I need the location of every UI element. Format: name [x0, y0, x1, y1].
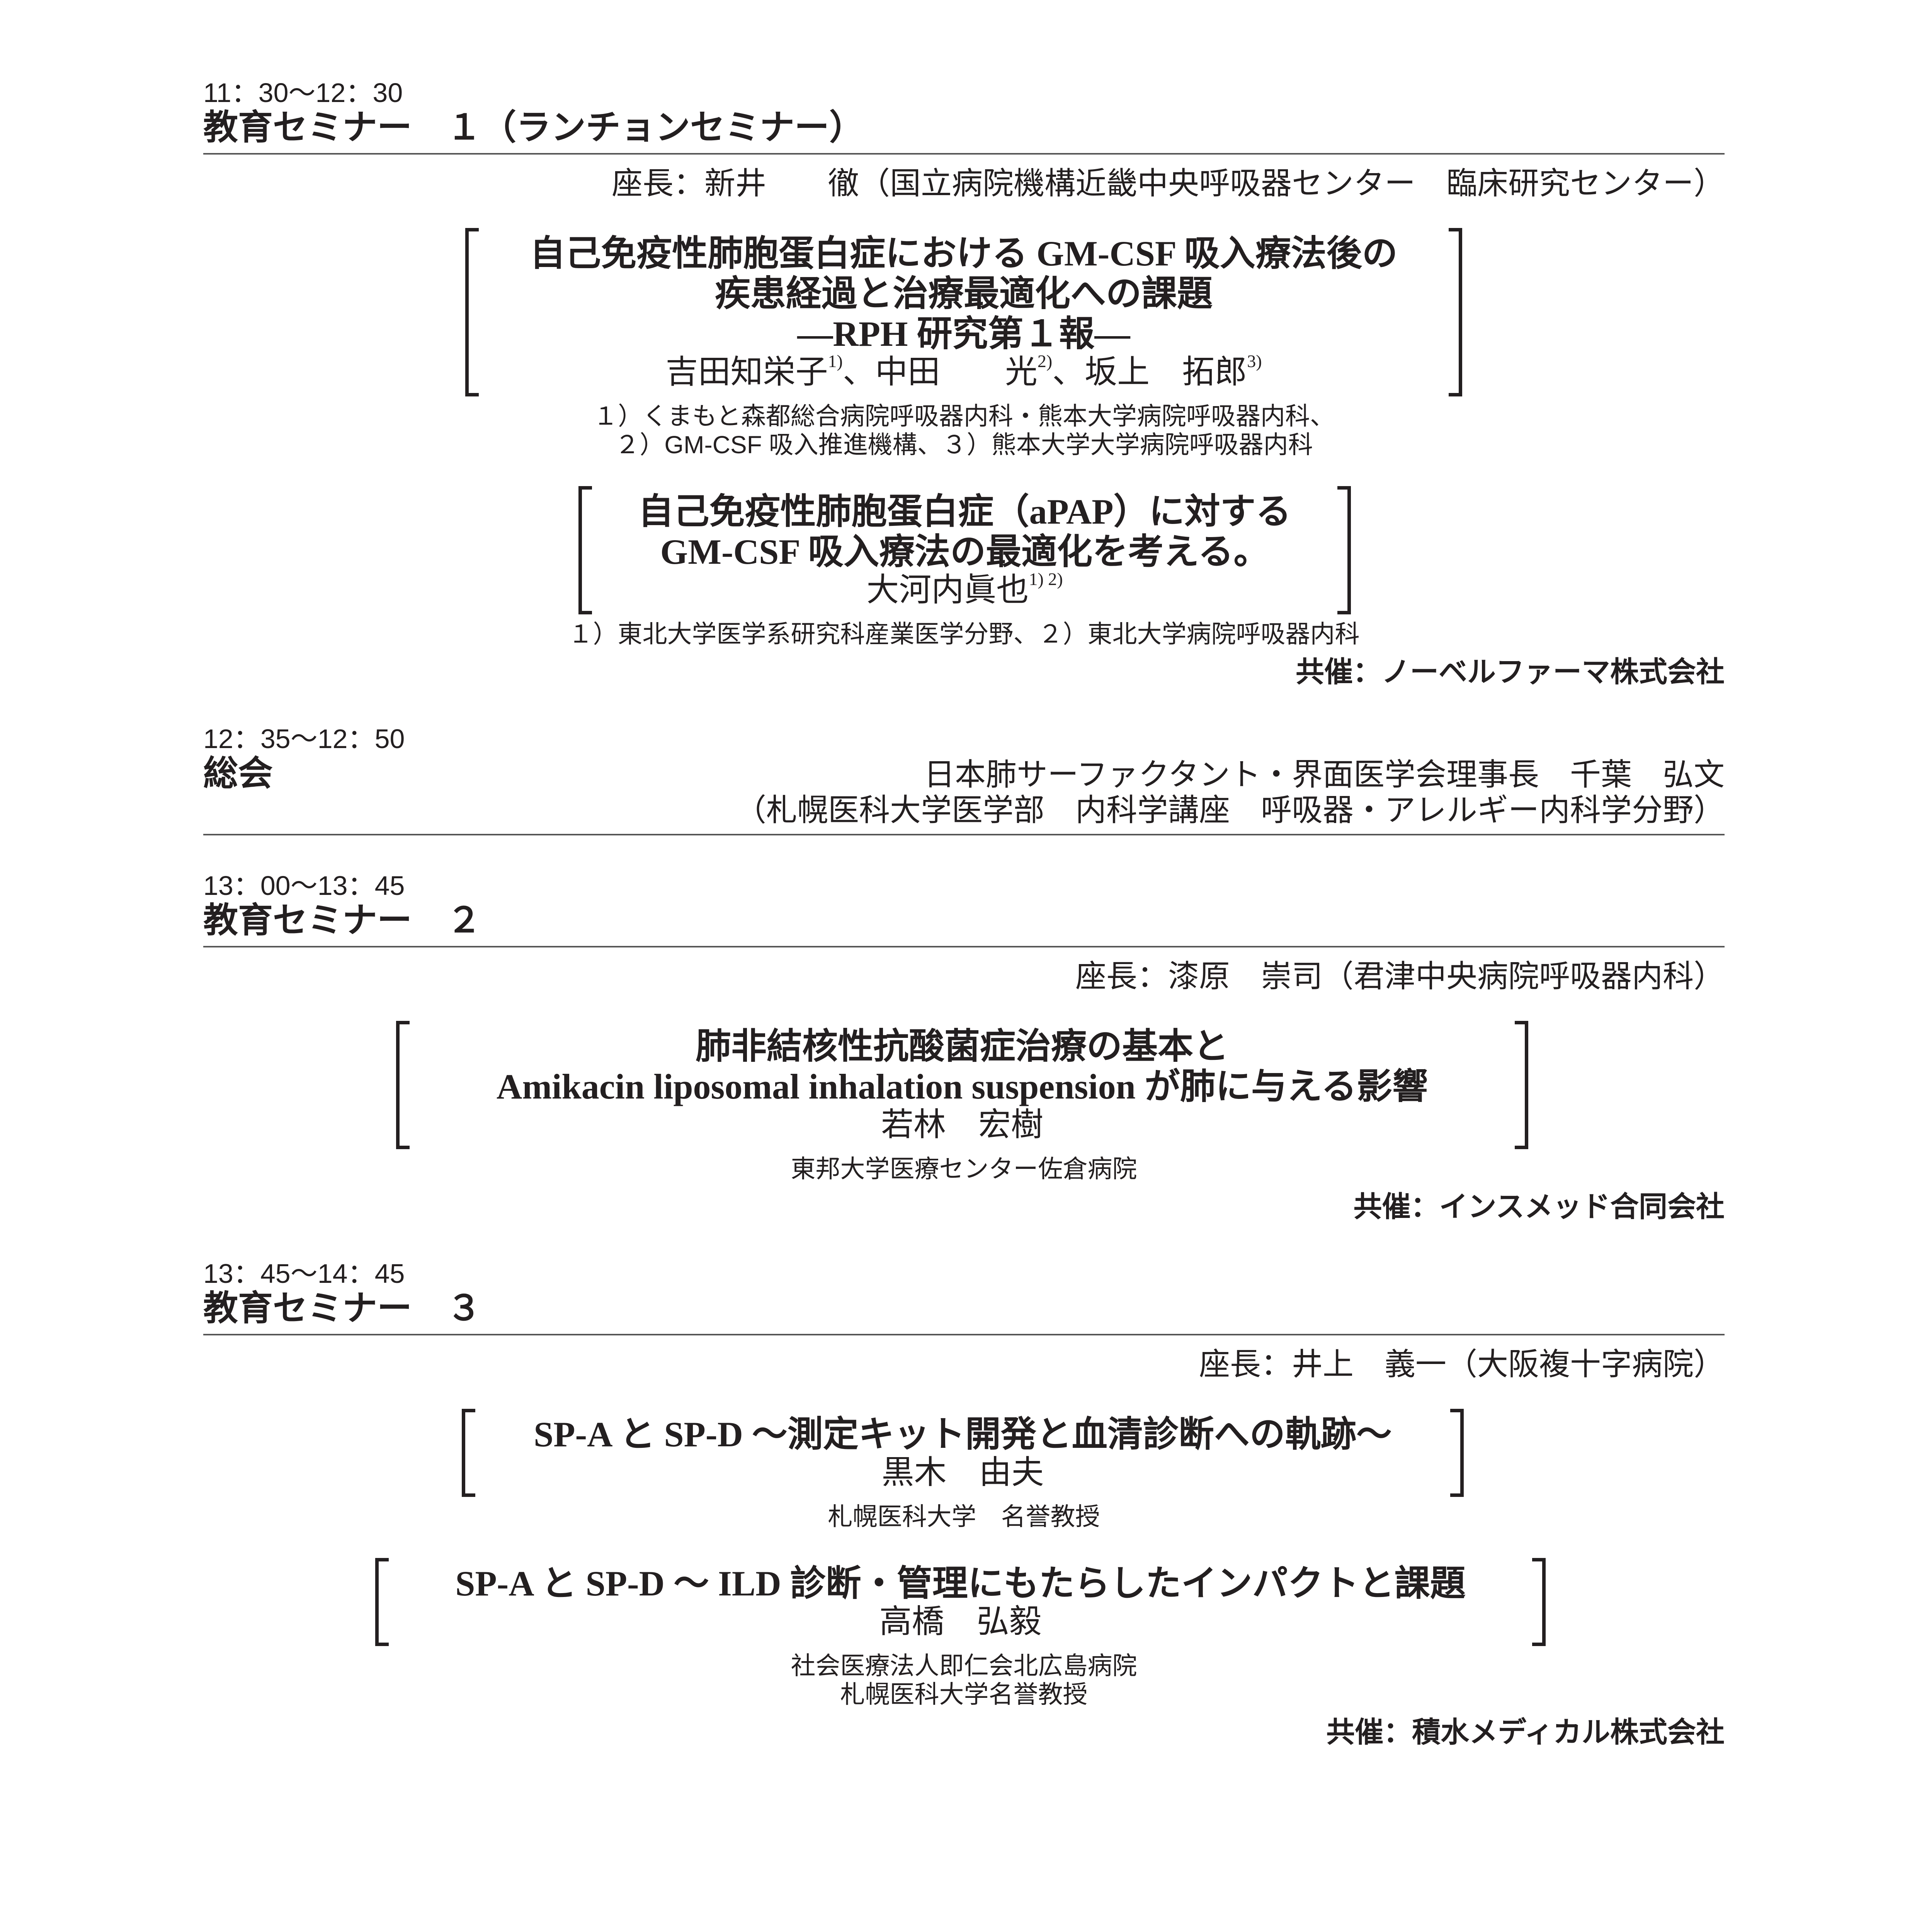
left-bracket [462, 1409, 475, 1497]
talk-authors: 吉田知栄子1)、中田 光2)、坂上 拓郎3) [465, 351, 1462, 391]
author-name: 吉田知栄子 [665, 354, 828, 390]
right-bracket [1450, 1409, 1464, 1497]
session-3-sponsor: 共催：インスメッド合同会社 [1353, 1191, 1725, 1223]
affiliation: １）くまもと森都総合病院呼吸器内科・熊本大学病院呼吸器内科、 [593, 402, 1335, 430]
talk-title-line: 疾患経過と治療最適化への課題 [714, 274, 1213, 313]
session-4-time: 13：45〜14：45 [203, 1259, 405, 1289]
author-name: 、中田 光 [842, 354, 1038, 390]
divider [203, 946, 1725, 947]
right-bracket [1337, 486, 1351, 614]
session-3-chair: 座長：漆原 崇司（君津中央病院呼吸器内科） [1075, 959, 1725, 993]
author-affil-ref: 1) [828, 351, 843, 371]
talk-box: SP-A と SP-D 〜 ILD 診断・管理にもたらしたインパクトと課題 高橋… [375, 1558, 1546, 1646]
author-affil-ref: 3) [1247, 351, 1262, 371]
talk-authors: 高橋 弘毅 [375, 1604, 1546, 1641]
session-1-chair: 座長：新井 徹（国立病院機構近畿中央呼吸器センター 臨床研究センター） [612, 166, 1725, 201]
author-affil-ref: 2) [1037, 351, 1053, 371]
session-3-time: 13：00〜13：45 [203, 871, 405, 901]
talk-box: 自己免疫性肺胞蛋白症における GM-CSF 吸入療法後の 疾患経過と治療最適化へ… [465, 228, 1462, 396]
session-1-title: 教育セミナー １（ランチョンセミナー） [203, 108, 864, 147]
author-name: 大河内眞也 [866, 572, 1029, 608]
author-name: 黒木 由夫 [881, 1455, 1044, 1491]
affiliation: １）東北大学医学系研究科産業医学分野、２）東北大学病院呼吸器内科 [568, 620, 1360, 648]
talk-authors: 黒木 由夫 [462, 1454, 1464, 1492]
right-bracket [1449, 228, 1462, 396]
talk-title-line: 自己免疫性肺胞蛋白症における GM-CSF 吸入療法後の [530, 234, 1398, 273]
session-2: 12：35〜12：50 総会 日本肺サーファクタント・界面医学会理事長 千葉 弘… [203, 723, 1725, 835]
author-name: 高橋 弘毅 [879, 1604, 1042, 1640]
affiliation: 札幌医科大学 名誉教授 [828, 1503, 1100, 1531]
right-bracket [1515, 1021, 1528, 1149]
talk-title-line: 肺非結核性抗酸菌症治療の基本と [695, 1027, 1229, 1066]
session-1-time: 11：30〜12：30 [203, 78, 403, 108]
session-4-title: 教育セミナー ３ [203, 1289, 481, 1328]
left-bracket [375, 1558, 389, 1646]
page: 11：30〜12：30 教育セミナー １（ランチョンセミナー） 座長：新井 徹（… [203, 77, 1725, 1749]
author-affil-ref: 1) 2) [1029, 569, 1063, 589]
talk-title-line: ―RPH 研究第１報― [797, 314, 1130, 354]
session-4: 13：45〜14：45 教育セミナー ３ 座長：井上 義一（大阪複十字病院） S… [203, 1258, 1725, 1749]
divider [203, 153, 1725, 155]
presenter-line-2: （札幌医科大学医学部 内科学講座 呼吸器・アレルギー内科学分野） [735, 793, 1725, 827]
talk-box: SP-A と SP-D 〜測定キット開発と血清診断への軌跡〜 黒木 由夫 [462, 1409, 1464, 1497]
talk-title-line: SP-A と SP-D 〜測定キット開発と血清診断への軌跡〜 [534, 1415, 1392, 1454]
left-bracket [396, 1021, 410, 1149]
session-4-chair: 座長：井上 義一（大阪複十字病院） [1199, 1347, 1725, 1381]
session-3-title: 教育セミナー ２ [203, 901, 481, 940]
author-name: 若林 宏樹 [881, 1107, 1043, 1143]
affiliation: 札幌医科大学名誉教授 [840, 1680, 1088, 1708]
session-2-title: 総会 [203, 754, 273, 793]
talk-title-line: SP-A と SP-D 〜 ILD 診断・管理にもたらしたインパクトと課題 [455, 1564, 1466, 1603]
presenter-line-1: 日本肺サーファクタント・界面医学会理事長 千葉 弘文 [924, 757, 1725, 792]
session-1-sponsor: 共催：ノーベルファーマ株式会社 [1296, 656, 1725, 688]
affiliation: 社会医療法人即仁会北広島病院 [791, 1652, 1137, 1680]
right-bracket [1532, 1558, 1546, 1646]
session-1: 11：30〜12：30 教育セミナー １（ランチョンセミナー） 座長：新井 徹（… [203, 77, 1725, 689]
author-name: 、坂上 拓郎 [1052, 354, 1247, 390]
session-4-sponsor: 共催：積水メディカル株式会社 [1326, 1717, 1725, 1748]
talk-title-line: GM-CSF 吸入療法の最適化を考える。 [660, 532, 1269, 571]
session-3: 13：00〜13：45 教育セミナー ２ 座長：漆原 崇司（君津中央病院呼吸器内… [203, 870, 1725, 1223]
left-bracket [465, 228, 479, 396]
talk-title-line: 自己免疫性肺胞蛋白症（aPAP）に対する [638, 492, 1291, 531]
talk-box: 肺非結核性抗酸菌症治療の基本と Amikacin liposomal inhal… [396, 1021, 1528, 1149]
talk-title-line: Amikacin liposomal inhalation suspension… [496, 1067, 1428, 1106]
divider [203, 1334, 1725, 1335]
talk-authors: 若林 宏樹 [396, 1107, 1528, 1144]
left-bracket [578, 486, 592, 614]
affiliation: 東邦大学医療センター佐倉病院 [791, 1155, 1137, 1183]
talk-box: 自己免疫性肺胞蛋白症（aPAP）に対する GM-CSF 吸入療法の最適化を考える… [578, 486, 1351, 614]
talk-authors: 大河内眞也1) 2) [578, 569, 1351, 609]
affiliation: ２）GM-CSF 吸入推進機構、３）熊本大学大学病院呼吸器内科 [615, 431, 1313, 459]
session-2-time: 12：35〜12：50 [203, 724, 405, 754]
divider [203, 834, 1725, 835]
